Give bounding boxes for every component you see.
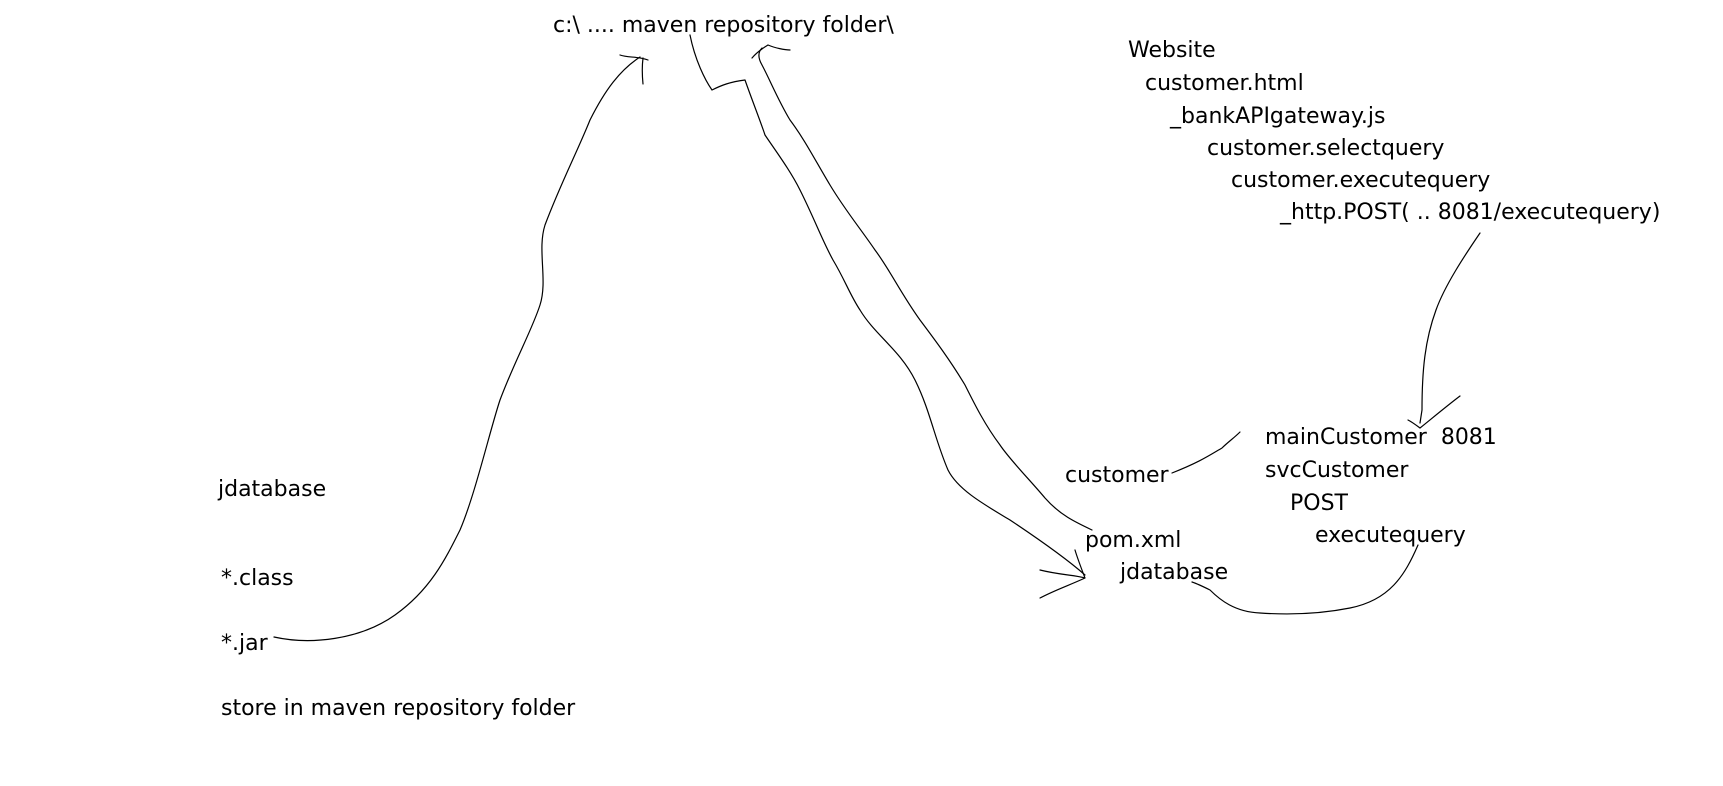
repository-path-label: c:\ .... maven repository folder\ [553, 13, 894, 38]
service-method-label: POST [1290, 491, 1348, 516]
executequery-to-jdatabase-link [1191, 544, 1419, 615]
pom-to-repository-arrowhead [751, 44, 791, 59]
project-name-label: customer [1065, 463, 1169, 488]
library-jar-files-label: *.jar [221, 631, 268, 656]
post-to-main-arrow [1419, 232, 1481, 424]
library-class-files-label: *.class [221, 566, 294, 591]
jar-to-repository-arrow [273, 56, 641, 642]
post-to-main-arrowhead [1407, 395, 1461, 429]
website-line-executequery: customer.executequery [1231, 168, 1491, 193]
repository-to-pom-arrow [689, 34, 1086, 576]
website-line-customer-html: customer.html [1145, 71, 1304, 96]
pom-to-repository-arrow [758, 47, 1093, 531]
library-name-label: jdatabase [218, 477, 327, 502]
service-main-label: mainCustomer 8081 [1265, 425, 1497, 450]
website-title: Website [1128, 38, 1216, 63]
jar-to-repository-arrowhead [619, 54, 649, 85]
customer-to-main-link [1171, 431, 1241, 474]
pom-arrowhead [1039, 549, 1086, 599]
website-line-gateway-js: _bankAPIgateway.js [1170, 104, 1386, 129]
project-dependency-label: jdatabase [1120, 560, 1229, 585]
website-line-selectquery: customer.selectquery [1207, 136, 1445, 161]
website-line-http-post: _http.POST( .. 8081/executequery) [1280, 200, 1661, 225]
library-note-label: store in maven repository folder [221, 696, 576, 721]
service-endpoint-label: executequery [1315, 523, 1466, 548]
service-svc-label: svcCustomer [1265, 458, 1409, 483]
project-pom-label: pom.xml [1085, 528, 1182, 553]
